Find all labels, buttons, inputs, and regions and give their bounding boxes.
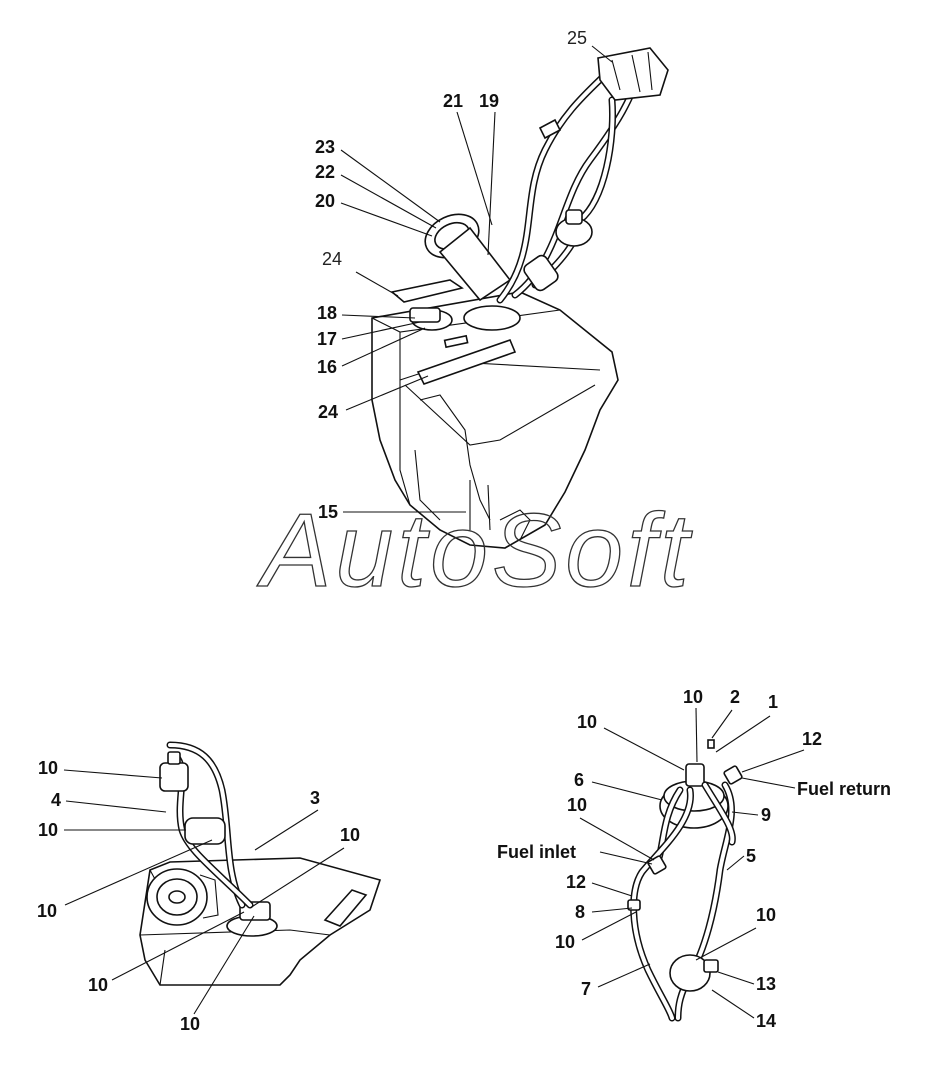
tank-strap-lower [416,338,517,385]
left-tank-strap [323,889,368,927]
label-left-10-d: 10 [37,901,57,921]
label-right-13: 13 [756,974,776,994]
right-fuel-line-assembly [627,739,743,1022]
label-18: 18 [317,303,337,323]
watermark: AutoSoft [256,493,693,609]
label-15: 15 [318,502,338,522]
label-fuel-return: Fuel return [797,779,891,799]
label-right-6: 6 [574,770,584,790]
label-right-9: 9 [761,805,771,825]
label-22: 22 [315,162,335,182]
label-left-3: 3 [310,788,320,808]
label-24-lower: 24 [318,402,338,422]
label-20: 20 [315,191,335,211]
left-assembly-labels: 10 4 10 3 10 10 10 10 [37,758,360,1034]
label-right-14: 14 [756,1011,776,1031]
label-23: 23 [315,137,335,157]
label-left-10-e: 10 [88,975,108,995]
left-tank-assembly [139,741,382,986]
tank-label-plate [443,334,469,349]
label-left-10-b: 10 [38,820,58,840]
label-left-10-a: 10 [38,758,58,778]
label-fuel-inlet: Fuel inlet [497,842,576,862]
tank-strap-upper [390,279,464,303]
fuel-filter [523,254,559,292]
label-right-7: 7 [581,979,591,999]
left-filter [184,817,226,845]
label-right-10-e: 10 [555,932,575,952]
label-right-10-d: 10 [756,905,776,925]
right-bottom-pump [669,954,711,992]
label-right-1: 1 [768,692,778,712]
fuel-tank-body [371,291,619,549]
sender-connector [409,307,441,323]
label-right-10-c: 10 [567,795,587,815]
label-17: 17 [317,329,337,349]
label-left-10-f: 10 [180,1014,200,1034]
valve-assembly [597,47,669,101]
label-right-10-b: 10 [577,712,597,732]
label-right-12-bottom: 12 [566,872,586,892]
label-24-upper: 24 [322,249,342,269]
fuel-tank-assembly [371,47,669,549]
label-right-12-top: 12 [802,729,822,749]
right-assembly-labels: 10 2 1 10 12 Fuel return 6 10 9 Fuel inl… [497,687,891,1031]
label-21: 21 [443,91,463,111]
label-right-10-top: 10 [683,687,703,707]
tank-opening [463,305,521,331]
label-right-8: 8 [575,902,585,922]
label-25: 25 [567,28,587,48]
label-19: 19 [479,91,499,111]
label-right-2: 2 [730,687,740,707]
label-left-10-c: 10 [340,825,360,845]
label-right-5: 5 [746,846,756,866]
label-left-4: 4 [51,790,61,810]
label-16: 16 [317,357,337,377]
left-upper-pump [159,762,189,792]
top-assembly-labels: 25 21 19 23 22 20 24 18 17 16 24 15 [315,28,613,522]
